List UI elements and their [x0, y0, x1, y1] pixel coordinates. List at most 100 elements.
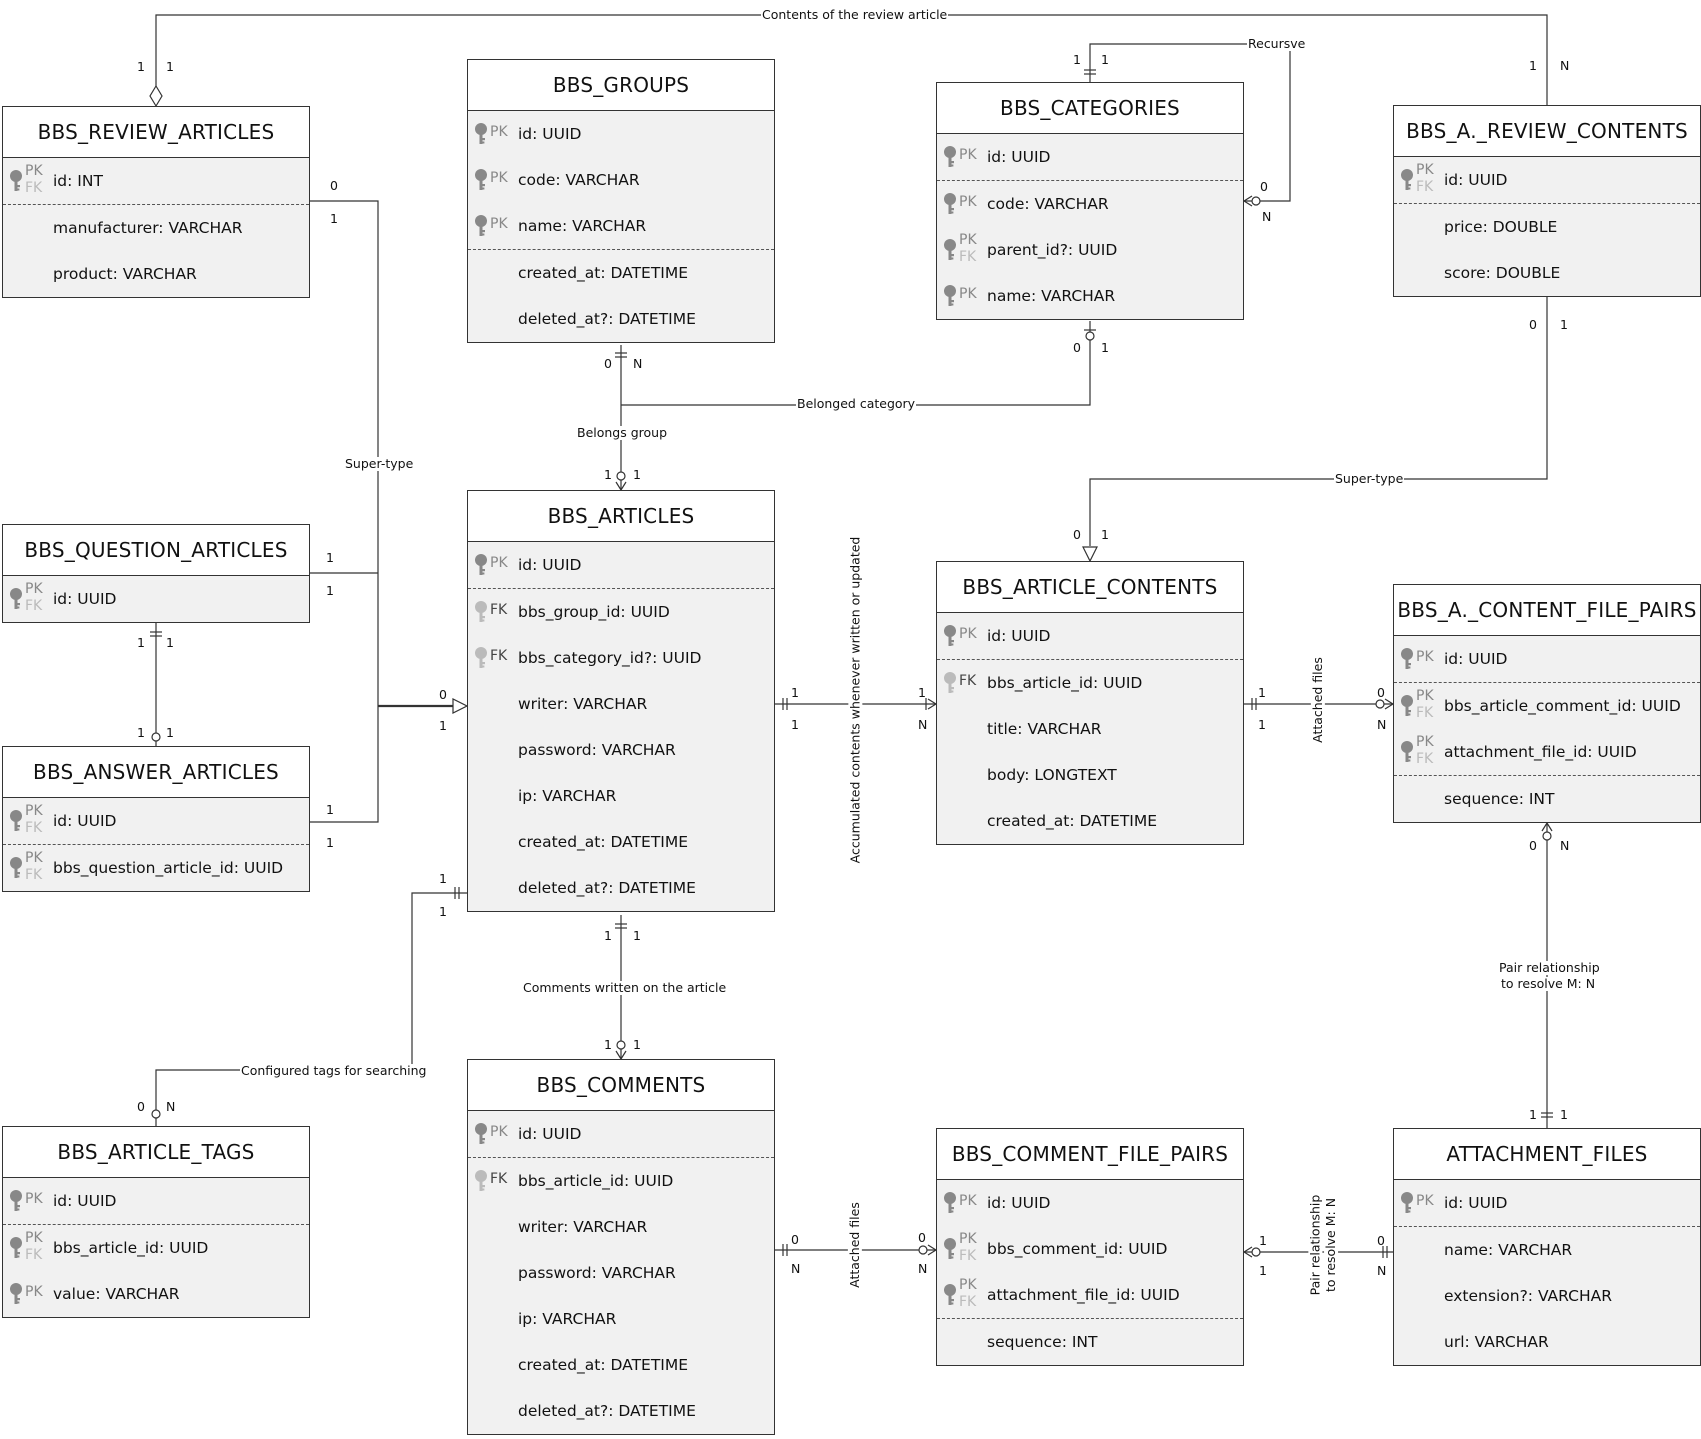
optional-marker [151, 732, 161, 742]
cardinality-label: 1 [633, 467, 641, 482]
key-icon [9, 1283, 23, 1304]
key-icon [943, 193, 957, 214]
relationship-label: Attached files [1309, 656, 1325, 744]
relationship-label: Configured tags for searching [240, 1063, 428, 1078]
field-name: id: UUID [53, 590, 117, 608]
field-section: PK id: UUID [3, 1178, 309, 1224]
field-section: sequence: INT [937, 1318, 1243, 1365]
field-name: name: VARCHAR [987, 287, 1116, 305]
field-row: writer: VARCHAR [468, 681, 774, 727]
field-name: password: VARCHAR [518, 741, 676, 759]
cardinality-label: 1 [1560, 317, 1568, 332]
field-name: writer: VARCHAR [518, 695, 648, 713]
cardinality-label: 1 [1073, 52, 1081, 67]
cardinality-label: 1 [604, 1037, 612, 1052]
cardinality-label: 1 [1529, 1107, 1537, 1122]
field-name: name: VARCHAR [1444, 1241, 1573, 1259]
field-name: price: DOUBLE [1444, 218, 1558, 236]
key-icon [1400, 169, 1414, 190]
cardinality-label: 1 [166, 635, 174, 650]
entity-title: BBS_A._CONTENT_FILE_PAIRS [1394, 585, 1700, 636]
relationship-label: Super-type [1334, 471, 1405, 486]
field-row: password: VARCHAR [468, 727, 774, 773]
cardinality-label: 1 [1529, 58, 1537, 73]
field-row: PK id: UUID [3, 1178, 309, 1224]
cardinality-label: 1 [1101, 52, 1109, 67]
field-name: sequence: INT [987, 1333, 1098, 1351]
field-name: code: VARCHAR [987, 195, 1109, 213]
field-name: ip: VARCHAR [518, 787, 617, 805]
field-name: id: UUID [518, 556, 582, 574]
field-row: price: DOUBLE [1394, 204, 1700, 250]
key-icon [1400, 741, 1414, 762]
field-row: ip: VARCHAR [468, 773, 774, 819]
fk-badge: FK [490, 1171, 508, 1187]
field-name: bbs_group_id: UUID [518, 603, 670, 621]
cardinality-label: N [166, 1099, 176, 1114]
field-name: id: UUID [53, 1192, 117, 1210]
field-row: url: VARCHAR [1394, 1319, 1700, 1365]
field-name: name: VARCHAR [518, 217, 647, 235]
field-row: password: VARCHAR [468, 1250, 774, 1296]
field-name: deleted_at?: DATETIME [518, 879, 696, 897]
pk-badge: PK [25, 1191, 43, 1207]
pk-badge: PK [1416, 649, 1434, 665]
field-name: deleted_at?: DATETIME [518, 1402, 696, 1420]
field-name: parent_id?: UUID [987, 241, 1118, 259]
field-name: ip: VARCHAR [518, 1310, 617, 1328]
cardinality-label: 1 [791, 685, 799, 700]
field-row: sequence: INT [937, 1319, 1243, 1365]
cardinality-label: 1 [137, 635, 145, 650]
field-name: manufacturer: VARCHAR [53, 219, 243, 237]
key-icon [1400, 1192, 1414, 1213]
optional-marker [1542, 831, 1552, 841]
field-row: created_at: DATETIME [937, 798, 1243, 844]
cardinality-label: 0 [1377, 1233, 1385, 1248]
cardinality-label: 1 [166, 59, 174, 74]
fk-badge: FK [959, 673, 977, 689]
key-icon [474, 1170, 488, 1191]
cardinality-label: N [918, 717, 928, 732]
key-icon [1400, 695, 1414, 716]
field-row: body: LONGTEXT [937, 752, 1243, 798]
cardinality-label: 1 [326, 550, 334, 565]
relationship-label: Super-type [344, 456, 415, 471]
crowfoot-marker [1541, 821, 1553, 832]
field-name: id: UUID [1444, 1194, 1508, 1212]
crowfoot-marker [1242, 195, 1253, 207]
field-name: body: LONGTEXT [987, 766, 1117, 784]
relationship-label: Pair relationship [1498, 960, 1601, 975]
field-name: sequence: INT [1444, 790, 1555, 808]
